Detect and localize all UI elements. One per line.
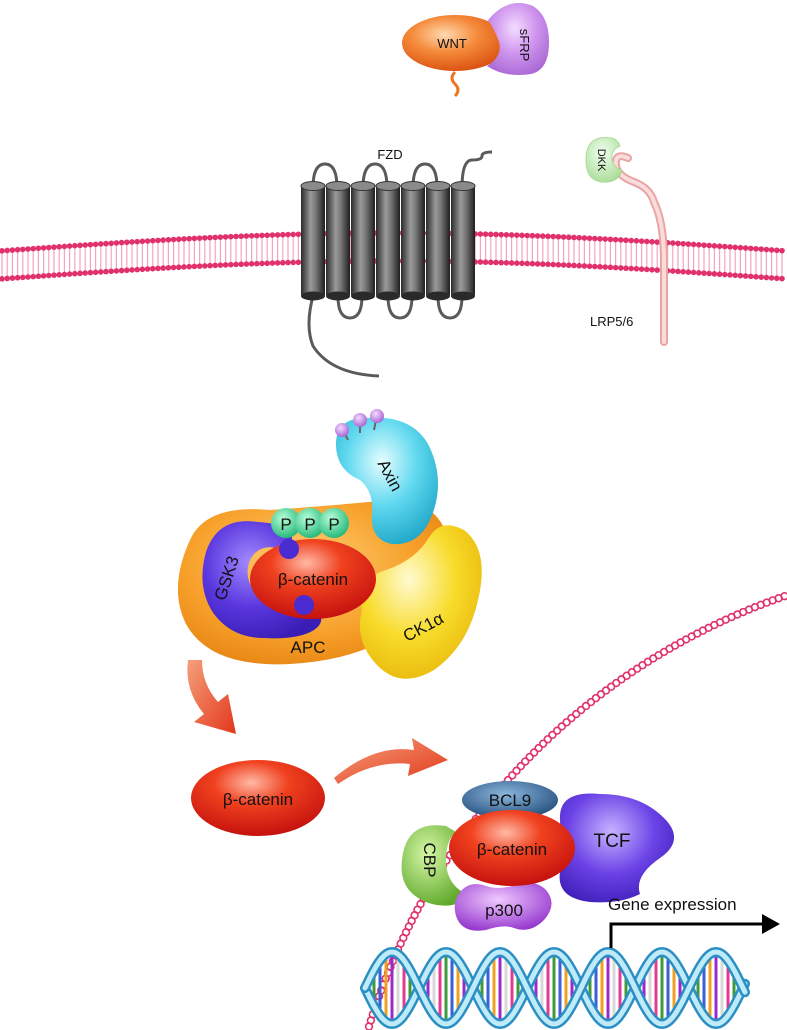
cbp-label: CBP (420, 843, 439, 878)
lrp-label: LRP5/6 (590, 314, 633, 329)
beta-catenin-complex: β-catenin (250, 539, 376, 619)
gsk3-claw-top (279, 539, 299, 559)
beta-catenin-cytoplasm: β-catenin (191, 760, 325, 836)
gsk3-claw-bottom (294, 595, 314, 615)
transcription-complex: TCF CBP BCL9 p300 β-catenin (401, 781, 675, 931)
wnt-label: WNT (437, 36, 467, 51)
sfrp-protein: sFRP (487, 3, 549, 75)
bcl9-protein: BCL9 (462, 781, 558, 819)
phosphate-groups: P P P (271, 508, 349, 538)
sfrp-label: sFRP (517, 29, 532, 62)
fzd-label: FZD (377, 147, 402, 162)
beta-catenin-free-label: β-catenin (223, 790, 293, 809)
phospho-label-3: P (328, 515, 339, 534)
axin-protein: Axin (336, 417, 438, 545)
p300-protein: p300 (454, 882, 552, 931)
tcf-protein: TCF (559, 793, 675, 903)
dna-helix (360, 947, 750, 1029)
fzd-receptor: FZD (300, 147, 493, 378)
phospho-label-2: P (304, 515, 315, 534)
destruction-complex: APC Axin CK1α GSK3 β-catenin (177, 409, 482, 679)
phospho-label-1: P (280, 515, 291, 534)
apc-label: APC (291, 638, 326, 657)
ck1a-protein: CK1α (359, 525, 482, 679)
dkk-protein: DKK (585, 136, 623, 183)
gene-expression-label: Gene expression (608, 895, 737, 914)
axin-phosphate-dots (335, 409, 384, 441)
dkk-label: DKK (595, 149, 607, 172)
lrp-receptor: LRP5/6 (590, 152, 668, 346)
tcf-label: TCF (594, 831, 631, 852)
beta-catenin-nuclear-label: β-catenin (477, 840, 547, 859)
wnt-ligand: WNT (402, 15, 508, 98)
nuclear-entry-arrow (334, 738, 448, 784)
cbp-protein: CBP (401, 825, 466, 906)
beta-catenin-complex-label: β-catenin (278, 570, 348, 589)
gene-expression-arrow: Gene expression (608, 895, 780, 948)
p300-label: p300 (485, 901, 523, 920)
bcl9-label: BCL9 (489, 791, 532, 810)
release-arrow (187, 660, 236, 734)
beta-catenin-nuclear: β-catenin (449, 810, 575, 886)
